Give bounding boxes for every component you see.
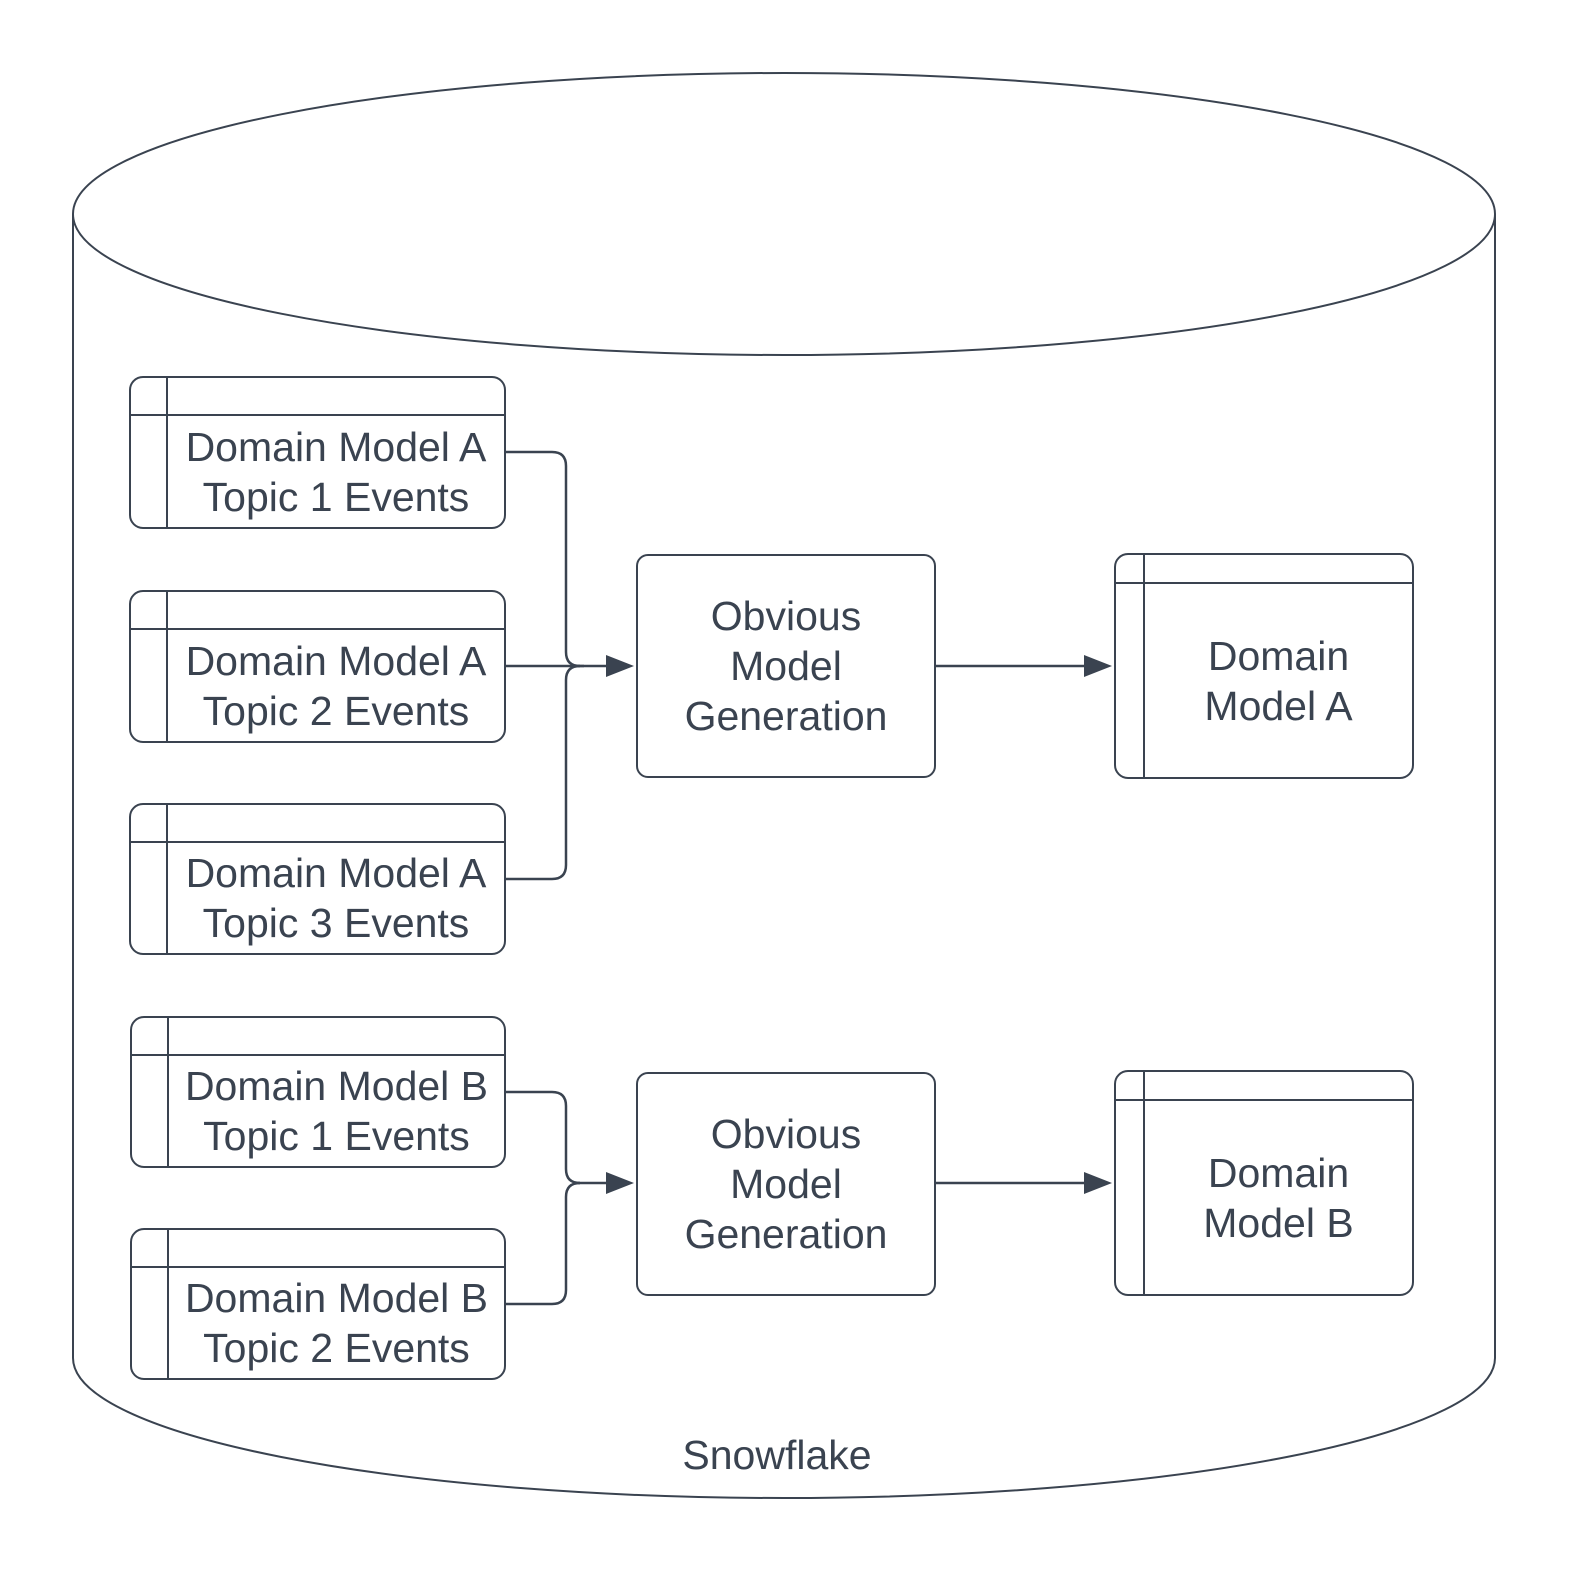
output-table-domain-model-a: Domain Model A: [1114, 553, 1414, 779]
source-table-domain-model-b-topic-1: Domain Model B Topic 1 Events: [130, 1016, 506, 1168]
connector-group-a: [506, 450, 634, 881]
source-table-domain-model-a-topic-3: Domain Model A Topic 3 Events: [129, 803, 506, 955]
table-label: Domain Model B Topic 2 Events: [169, 1268, 504, 1378]
table-label-line: Domain Model A: [185, 637, 487, 684]
table-label-line: Domain Model B: [184, 1275, 489, 1321]
table-header-divider: [132, 1266, 504, 1268]
connector-b-topic2: [506, 1181, 581, 1306]
process-label-line: Model: [730, 643, 842, 689]
table-label-line: Topic 3 Events: [202, 900, 470, 946]
cylinder-shape: [72, 72, 1496, 1499]
table-label-line: Topic 1 Events: [202, 473, 470, 520]
process-label-line: Generation: [684, 693, 888, 739]
process-label: Obvious Model Generation: [685, 1109, 888, 1259]
table-label: Domain Model B: [1145, 1101, 1412, 1294]
table-label-line: Domain Model B: [184, 1063, 489, 1109]
table-label: Domain Model A: [1145, 584, 1412, 777]
table-label-line: Domain: [1207, 632, 1350, 679]
process-box-obvious-model-generation-b: Obvious Model Generation: [636, 1072, 936, 1296]
source-table-domain-model-b-topic-2: Domain Model B Topic 2 Events: [130, 1228, 506, 1380]
table-header-divider: [1116, 582, 1412, 584]
table-label: Domain Model A Topic 1 Events: [168, 416, 504, 527]
process-label-line: Obvious: [710, 593, 862, 639]
arrowhead-into-output-a: [1084, 655, 1112, 677]
source-table-domain-model-a-topic-1: Domain Model A Topic 1 Events: [129, 376, 506, 529]
table-label-line: Domain Model A: [185, 850, 487, 896]
table-label-line: Domain: [1207, 1149, 1350, 1196]
connector-b-topic1: [506, 1090, 581, 1185]
table-column-divider: [167, 1230, 169, 1378]
process-label-line: Obvious: [710, 1111, 862, 1157]
arrowhead-into-output-b: [1084, 1172, 1112, 1194]
table-column-divider: [1143, 555, 1145, 777]
table-header-divider: [131, 628, 504, 630]
table-label-line: Topic 2 Events: [203, 1325, 470, 1371]
cylinder-bottom-arc: [72, 1357, 1496, 1499]
table-label-line: Topic 1 Events: [203, 1113, 470, 1159]
table-header-divider: [132, 1054, 504, 1056]
arrow-process-a-to-output-a: [936, 655, 1112, 677]
table-column-divider: [166, 378, 168, 527]
table-column-divider: [167, 1018, 169, 1166]
process-box-obvious-model-generation-a: Obvious Model Generation: [636, 554, 936, 778]
table-label-line: Model B: [1203, 1199, 1354, 1246]
process-label-line: Generation: [684, 1211, 888, 1257]
cylinder-top-ellipse: [72, 72, 1496, 356]
connector-group-b: [506, 1090, 634, 1306]
table-header-divider: [1116, 1099, 1412, 1101]
arrowhead-into-process-b: [606, 1172, 634, 1194]
connector-a-topic3: [506, 664, 581, 881]
table-header-divider: [131, 841, 504, 843]
table-label: Domain Model A Topic 3 Events: [168, 843, 504, 953]
process-label: Obvious Model Generation: [685, 591, 888, 741]
arrowhead-into-process-a: [606, 655, 634, 677]
table-label: Domain Model B Topic 1 Events: [169, 1056, 504, 1166]
table-column-divider: [166, 592, 168, 741]
output-table-domain-model-b: Domain Model B: [1114, 1070, 1414, 1296]
table-label-line: Model A: [1204, 682, 1353, 729]
table-label-line: Topic 2 Events: [202, 687, 470, 734]
table-column-divider: [1143, 1072, 1145, 1294]
table-header-divider: [131, 414, 504, 416]
process-label-line: Model: [730, 1161, 842, 1207]
table-label: Domain Model A Topic 2 Events: [168, 630, 504, 741]
connector-a-topic1: [506, 450, 581, 668]
cylinder-label: Snowflake: [682, 1432, 872, 1478]
arrow-process-b-to-output-b: [936, 1172, 1112, 1194]
source-table-domain-model-a-topic-2: Domain Model A Topic 2 Events: [129, 590, 506, 743]
table-column-divider: [166, 805, 168, 953]
table-label-line: Domain Model A: [185, 423, 487, 470]
